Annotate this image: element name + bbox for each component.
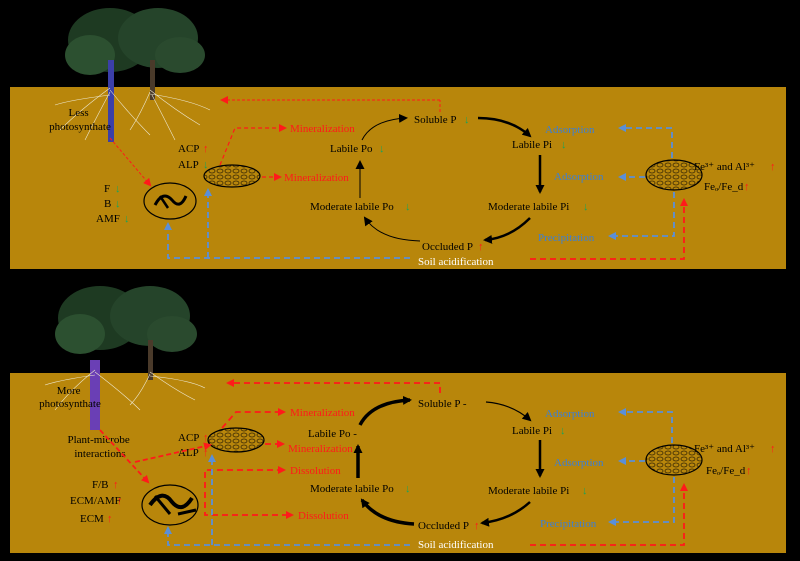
bottom-mineralization-1: Mineralization bbox=[290, 407, 355, 419]
bottom-enzyme-icon bbox=[207, 427, 265, 453]
bottom-fb-label: F/B bbox=[92, 479, 109, 491]
bottom-adsorption-arrow-1 bbox=[618, 408, 673, 443]
bottom-dissolution-2: Dissolution bbox=[298, 510, 349, 522]
bottom-mineralization-arrow-1 bbox=[221, 408, 286, 429]
top-occluded-p: Occluded P bbox=[422, 241, 473, 253]
top-f-down-icon: ↓ bbox=[115, 183, 121, 195]
bottom-tree-icon bbox=[44, 286, 206, 430]
top-photosynthate-flow bbox=[109, 137, 152, 187]
top-adsorption-2: Adsorption bbox=[554, 171, 604, 183]
bottom-fe-al-up-icon: ↑ bbox=[770, 443, 776, 455]
bottom-adsorption-1: Adsorption bbox=[545, 408, 595, 420]
bottom-roots-icon bbox=[44, 369, 206, 411]
bottom-precipitation-arrow bbox=[608, 477, 675, 526]
top-mineralization-arrow-1 bbox=[219, 124, 287, 166]
bottom-occluded-p-up-icon: ↑ bbox=[474, 520, 480, 532]
top-amf-down-icon: ↓ bbox=[124, 213, 130, 225]
top-roots-icon bbox=[54, 87, 211, 141]
bottom-soluble-p: Soluble P - bbox=[418, 398, 467, 410]
top-fe-al-up-icon: ↑ bbox=[770, 161, 776, 173]
top-mineral-icon bbox=[645, 159, 703, 191]
bottom-ecm-up-icon: ↑ bbox=[107, 513, 113, 525]
bottom-mineral-icon bbox=[645, 444, 703, 476]
bottom-ecm-amf-up-icon: ↑ bbox=[117, 495, 123, 507]
bottom-moderate-po-down-icon: ↓ bbox=[405, 483, 411, 495]
bottom-moderate-labile-po: Moderate labile Po bbox=[310, 483, 394, 495]
bottom-alp-label: ALP bbox=[178, 447, 199, 459]
top-mineralization-1: Mineralization bbox=[290, 123, 355, 135]
bottom-cycle-arrows bbox=[353, 395, 545, 527]
top-feo-fed-up-icon: ↑ bbox=[744, 181, 750, 193]
bottom-feo-fed-up-icon: ↑ bbox=[746, 465, 752, 477]
top-enzyme-icon bbox=[203, 164, 261, 188]
bottom-fe-al: Fe³⁺ and Al³⁺ bbox=[694, 443, 755, 455]
top-f-label: F bbox=[104, 183, 110, 195]
top-labile-pi-down-icon: ↓ bbox=[561, 139, 567, 151]
top-fe-al: Fe³⁺ and Al³⁺ bbox=[694, 161, 755, 173]
top-moderate-labile-pi: Moderate labile Pi bbox=[488, 201, 569, 213]
bottom-feo-fed: Feₒ/Fe_d bbox=[706, 465, 746, 477]
top-labile-po: Labile Po bbox=[330, 143, 373, 155]
top-moderate-pi-down-icon: ↓ bbox=[583, 201, 589, 213]
top-moderate-po-down-icon: ↓ bbox=[405, 201, 411, 213]
bottom-microbe-icon bbox=[141, 484, 199, 526]
bottom-interaction-arrow-1 bbox=[99, 429, 150, 484]
top-panel: Less photosynthate ACP ↑ ALP ↓ F ↓ B ↓ bbox=[10, 8, 786, 269]
top-cycle-arrows bbox=[355, 113, 545, 244]
bottom-moderate-labile-pi: Moderate labile Pi bbox=[488, 485, 569, 497]
top-soil-acidification: Soil acidification bbox=[418, 256, 494, 268]
bottom-precipitation: Precipitation bbox=[540, 518, 597, 530]
bottom-feedback-arrow-1 bbox=[164, 526, 410, 546]
bottom-adsorption-2: Adsorption bbox=[554, 457, 604, 469]
bottom-acidification-arrow bbox=[530, 483, 688, 546]
top-tree-icon bbox=[54, 8, 211, 142]
bottom-dissolution-1: Dissolution bbox=[290, 465, 341, 477]
bottom-mineralization-2: Mineralization bbox=[288, 443, 353, 455]
bottom-labile-pi: Labile Pi bbox=[512, 425, 552, 437]
top-labile-po-down-icon: ↓ bbox=[379, 143, 385, 155]
top-adsorption-1: Adsorption bbox=[545, 124, 595, 136]
bottom-occluded-p: Occluded P bbox=[418, 520, 469, 532]
top-soluble-p-down-icon: ↓ bbox=[464, 114, 470, 126]
top-moderate-labile-po: Moderate labile Po bbox=[310, 201, 394, 213]
bottom-fb-up-icon: ↑ bbox=[113, 479, 119, 491]
bottom-ecm-amf-label: ECM/AMF bbox=[70, 495, 121, 507]
top-photosynthate-label: Less photosynthate bbox=[49, 107, 111, 133]
top-feo-fed: Feₒ/Fe_d bbox=[704, 181, 744, 193]
top-precipitation-arrow bbox=[608, 192, 675, 240]
bottom-return-flow bbox=[226, 379, 441, 393]
bottom-panel: More photosynthate Plant-microbe interac… bbox=[10, 286, 786, 553]
top-acp-label: ACP bbox=[178, 143, 199, 155]
bottom-photosynthate-label: More photosynthate bbox=[39, 385, 101, 410]
top-acidification-arrow bbox=[530, 198, 688, 260]
top-soluble-p: Soluble P bbox=[414, 114, 456, 126]
top-b-label: B bbox=[104, 198, 111, 210]
top-adsorption-arrow-1 bbox=[618, 124, 673, 158]
bottom-dissolution-arrow-2 bbox=[204, 492, 294, 519]
bottom-ecm-label: ECM bbox=[80, 513, 104, 525]
bottom-soil-acidification: Soil acidification bbox=[418, 539, 494, 551]
top-occluded-p-up-icon: ↑ bbox=[478, 241, 484, 253]
top-b-down-icon: ↓ bbox=[115, 198, 121, 210]
top-feedback-arrow-1 bbox=[164, 222, 410, 259]
top-mineralization-2: Mineralization bbox=[284, 172, 349, 184]
bottom-acp-up-icon: ↑ bbox=[203, 432, 209, 444]
top-microbe-icon bbox=[143, 182, 197, 220]
top-precipitation: Precipitation bbox=[538, 232, 595, 244]
top-labile-pi: Labile Pi bbox=[512, 139, 552, 151]
bottom-labile-po: Labile Po - bbox=[308, 428, 357, 440]
top-alp-down-icon: ↓ bbox=[203, 159, 209, 171]
bottom-labile-pi-down-icon: ↓ bbox=[560, 425, 566, 437]
bottom-acp-label: ACP bbox=[178, 432, 199, 444]
bottom-alp-up-icon: ↑ bbox=[203, 447, 209, 459]
top-amf-label: AMF bbox=[96, 213, 120, 225]
bottom-moderate-pi-down-icon: ↓ bbox=[582, 485, 588, 497]
top-alp-label: ALP bbox=[178, 159, 199, 171]
bottom-dissolution-arrow-1 bbox=[204, 466, 286, 488]
bottom-interaction-arrow-2 bbox=[134, 442, 212, 463]
top-acp-up-icon: ↑ bbox=[203, 143, 209, 155]
bottom-plant-microbe-label: Plant-microbe interactions bbox=[67, 434, 132, 460]
